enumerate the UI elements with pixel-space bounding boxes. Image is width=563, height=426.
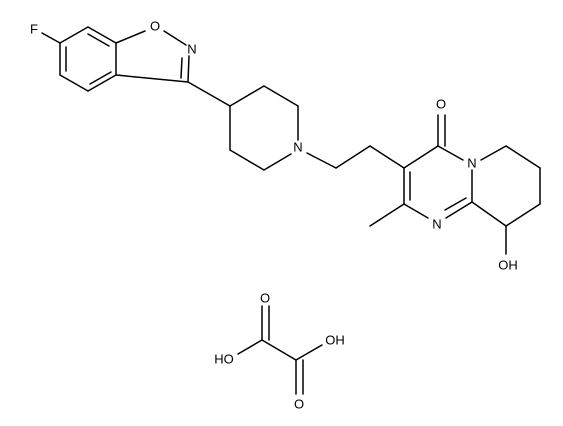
tetrahydropyrido-ring xyxy=(471,145,541,255)
double-bond-inner xyxy=(180,57,183,79)
atom-label-pyrimidinone-n3: N xyxy=(432,217,441,232)
atom-label-hydroxyl: OH xyxy=(498,258,518,273)
bond-c3-c4 xyxy=(403,145,439,169)
bond xyxy=(229,149,265,171)
bond-c-o xyxy=(115,30,146,44)
pyrimidinone-ring xyxy=(369,114,473,227)
atom-label-oxalic-hydroxyl-right: OH xyxy=(325,333,345,348)
bond xyxy=(471,201,507,227)
bond-c2-oh xyxy=(295,344,323,361)
bond-ethyl-1 xyxy=(306,152,337,169)
piperidine-ring xyxy=(229,85,299,171)
bond xyxy=(505,145,541,169)
double-bond-inner xyxy=(89,71,112,85)
bond xyxy=(263,85,299,107)
isoxazole-ring xyxy=(115,30,190,83)
bond xyxy=(87,26,117,44)
bond xyxy=(59,74,89,92)
atom-label-isoxazole-nitrogen: N xyxy=(187,42,196,57)
bond-ethyl-2 xyxy=(335,145,371,169)
atom-label-oxalic-oxygen-bottom: O xyxy=(294,397,304,412)
bond xyxy=(59,26,89,44)
bond-o-n xyxy=(163,30,187,46)
bond-c1-c2 xyxy=(261,339,297,361)
oxalic-acid-molecule xyxy=(237,305,323,395)
bond xyxy=(480,145,507,161)
paliperidone-molecule xyxy=(41,26,541,255)
atom-label-oxalic-oxygen-top: O xyxy=(260,291,270,306)
double-bond-inner xyxy=(444,197,467,211)
bond-n-c xyxy=(187,55,190,83)
atom-label-fluorine: F xyxy=(30,22,38,37)
atom-labels: F O N N O N N OH O OH HO O xyxy=(30,19,518,412)
bond-methyl xyxy=(369,203,405,227)
bond-n3-c2 xyxy=(403,203,429,219)
bond xyxy=(229,85,265,107)
bond xyxy=(87,74,117,92)
bond-isoxazole-piperidine xyxy=(187,81,231,107)
bond-c9a-n3 xyxy=(445,201,473,219)
bond-c1-oh xyxy=(237,339,263,355)
atom-label-piperidine-nitrogen: N xyxy=(293,140,302,155)
bond-f-c xyxy=(41,32,61,44)
bond xyxy=(263,153,292,171)
double-bond-inner xyxy=(87,33,110,47)
bond-ethyl-3 xyxy=(369,145,405,169)
bond xyxy=(115,74,189,83)
benzene-ring xyxy=(41,26,117,92)
bond-c4-n xyxy=(437,145,464,161)
atom-label-pyrimidinone-n1: N xyxy=(467,156,476,171)
atom-label-isoxazole-oxygen: O xyxy=(150,19,160,34)
atom-label-carbonyl-oxygen: O xyxy=(436,97,446,112)
bond xyxy=(505,203,541,227)
atom-label-oxalic-hydroxyl-left: HO xyxy=(214,352,234,367)
